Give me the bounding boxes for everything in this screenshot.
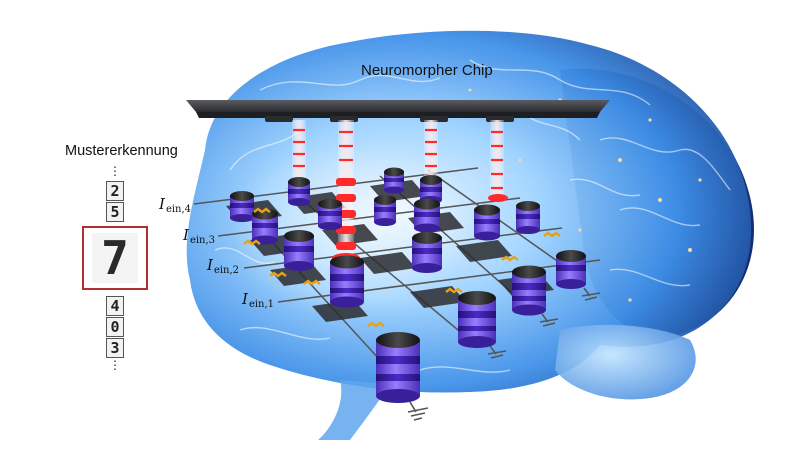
highlighted-digit-frame: 7 [82, 226, 148, 290]
memristor-cell [556, 250, 586, 289]
current-symbol: I [242, 290, 248, 308]
memristor-cell [318, 199, 342, 230]
input-current-label-1: Iein,1 [242, 290, 274, 310]
input-current-label-4: Iein,4 [159, 195, 191, 215]
memristor-cells [230, 167, 586, 403]
memristor-cell [374, 195, 396, 226]
current-subscript: ein,1 [248, 299, 275, 310]
memristor-cell [376, 332, 420, 403]
memristor-cell [412, 232, 442, 273]
resistors [243, 207, 561, 328]
memristor-cell [384, 167, 404, 194]
memristor-cell [252, 208, 278, 245]
memristor-cell [230, 191, 254, 222]
digit-tile: 4 [106, 296, 124, 316]
ellipsis-bottom: ⋮ [109, 358, 121, 372]
memristor-cell [284, 230, 314, 271]
current-symbol: I [207, 256, 213, 274]
current-subscript: ein,3 [189, 235, 216, 246]
digit-tile: 3 [106, 338, 124, 358]
current-symbol: I [183, 226, 189, 244]
memristor-cell [458, 291, 496, 348]
chip-title: Neuromorpher Chip [361, 62, 493, 79]
memristor-cell [330, 255, 364, 308]
memristor-cell [288, 177, 310, 206]
input-current-label-3: Iein,3 [183, 226, 215, 246]
current-symbol: I [159, 195, 165, 213]
current-subscript: ein,4 [165, 204, 192, 215]
highlighted-digit-image: 7 [92, 233, 138, 283]
brain-stem [318, 380, 390, 440]
input-current-label-2: Iein,2 [207, 256, 239, 276]
digit-tile: 2 [106, 181, 124, 201]
memristor-cell [516, 201, 540, 234]
memristor-cell [414, 198, 440, 233]
digit-tile: 5 [106, 202, 124, 222]
ellipsis-top: ⋮ [109, 164, 121, 178]
memristor-cell [512, 265, 546, 316]
brain-cerebellum [555, 324, 696, 400]
digit-tile: 0 [106, 317, 124, 337]
ground-symbols [407, 287, 601, 421]
memristor-cell [474, 204, 500, 241]
highlighted-digit: 7 [101, 231, 129, 285]
brain-sparks [468, 88, 702, 302]
pattern-recognition-title: Mustererkennung [65, 143, 178, 159]
current-subscript: ein,2 [213, 265, 240, 276]
